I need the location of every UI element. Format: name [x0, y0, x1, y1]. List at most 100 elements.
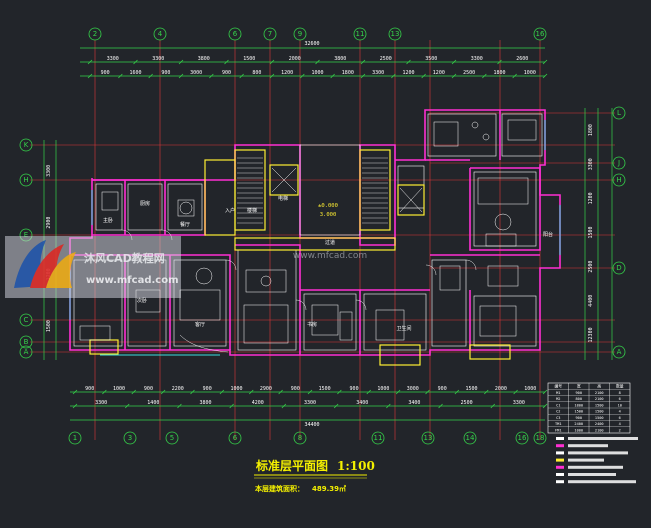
- dimension-value: 3300: [46, 165, 52, 177]
- dimension-value: 1600: [129, 70, 141, 76]
- axis-bubble-label: 3: [128, 434, 132, 442]
- dimension-value: 1000: [377, 386, 389, 392]
- legend-cell: 1500: [595, 416, 604, 420]
- legend-swatch: [556, 437, 564, 440]
- axis-bubble-label: 11: [356, 30, 365, 38]
- dimension-value: 3000: [407, 386, 419, 392]
- room-label: 过道: [325, 239, 335, 246]
- axis-bubble: [612, 261, 626, 275]
- axis-bubble-label: 6: [233, 434, 238, 442]
- axis-bubble-label: B: [24, 338, 29, 346]
- legend-swatch: [556, 473, 564, 476]
- dimension-value: 2500: [461, 400, 473, 406]
- dimension-value: 2900: [46, 217, 52, 229]
- axis-bubble-label: A: [617, 348, 622, 356]
- legend-cell: 4: [619, 422, 621, 426]
- legend-note-line: [568, 437, 638, 440]
- legend-cell: C3: [556, 416, 560, 420]
- legend-note-line: [568, 465, 623, 469]
- room-label: 主卧: [103, 217, 113, 224]
- legend-swatch: [556, 480, 564, 484]
- dimension-value: 1000: [231, 386, 243, 392]
- legend-swatch: [556, 451, 564, 455]
- axis-bubble-label: H: [616, 176, 621, 184]
- dimension-value: 3300: [588, 158, 594, 170]
- legend-cell: 1000: [574, 428, 583, 432]
- room-label: 电梯: [278, 195, 288, 202]
- legend-cell: FM1: [555, 428, 562, 432]
- legend-note-line: [568, 444, 608, 448]
- axis-bubble: [293, 431, 307, 445]
- dimension-value: 2000: [495, 386, 507, 392]
- legend-cell: 900: [576, 391, 583, 395]
- axis-bubble-label: L: [617, 109, 621, 117]
- dimension-value: 1800: [588, 124, 594, 136]
- legend-swatch: [556, 444, 564, 448]
- dimension-value: 900: [161, 70, 170, 76]
- dimension-value: 1200: [588, 192, 594, 204]
- axis-bubble: [612, 173, 626, 187]
- bottom-total-dimension: 34400: [304, 422, 319, 428]
- axis-bubble: [353, 27, 367, 41]
- axis-bubble: [228, 431, 242, 445]
- axis-bubble-label: 9: [298, 30, 302, 38]
- room-label: 客厅: [195, 321, 205, 328]
- axis-bubble-label: 7: [268, 30, 272, 38]
- stair-and-elevator-cores: [89, 149, 511, 366]
- dimension-value: 3300: [107, 56, 119, 62]
- axis-bubble: [388, 27, 402, 41]
- axis-bubble-label: 5: [170, 434, 174, 442]
- dimension-value: 2600: [516, 56, 528, 62]
- watermark-center-url: www.mfcad.com: [293, 251, 367, 261]
- legend-cell: 1500: [595, 403, 604, 407]
- axis-bubble: [293, 27, 307, 41]
- legend-cell: 1800: [574, 403, 583, 407]
- dimension-value: 1500: [466, 386, 478, 392]
- dimension-value: 2500: [380, 56, 392, 62]
- dimension-value: 3300: [304, 400, 316, 406]
- dimension-value: 1000: [311, 70, 323, 76]
- axis-bubble: [19, 335, 33, 349]
- elevation-value: ±0.000: [318, 203, 338, 209]
- axis-bubble-label: E: [24, 231, 28, 239]
- watermark-logo-icon: [14, 240, 76, 288]
- room-label: 阳台: [543, 231, 553, 238]
- furniture-symbols: [79, 119, 537, 344]
- legend-swatch: [556, 458, 564, 462]
- dimension-value: 3800: [198, 56, 210, 62]
- dimension-value: 1000: [524, 70, 536, 76]
- legend-cell: 2400: [574, 422, 583, 426]
- dimension-value: 3300: [372, 70, 384, 76]
- axis-bubble-label: 2: [93, 30, 97, 38]
- axis-bubble-label: 6: [233, 30, 238, 38]
- axis-bubble-label: 18: [536, 434, 545, 442]
- dimension-value: 1200: [433, 70, 445, 76]
- axis-bubble-label: 13: [391, 30, 400, 38]
- axis-bubble: [123, 431, 137, 445]
- axis-bubble: [228, 27, 242, 41]
- legend-note-line: [568, 480, 636, 484]
- dimension-value: 900: [203, 386, 212, 392]
- dimension-value: 3800: [200, 400, 212, 406]
- dimension-value: 3300: [95, 400, 107, 406]
- legend-cell: 2400: [595, 422, 604, 426]
- dimension-value: 3800: [334, 56, 346, 62]
- legend-cell: 2100: [595, 391, 604, 395]
- dimension-value: 900: [291, 386, 300, 392]
- room-label: 次卧: [137, 297, 147, 304]
- legend-cell: 2100: [595, 397, 604, 401]
- axis-bubble-label: H: [23, 176, 28, 184]
- room-label: 厨房: [140, 200, 150, 207]
- dimension-value: 1000: [524, 386, 536, 392]
- dimension-ticks: [72, 59, 548, 409]
- axis-bubble: [19, 345, 33, 359]
- axis-bubble-label: 16: [518, 434, 527, 442]
- dimension-value: 800: [252, 70, 261, 76]
